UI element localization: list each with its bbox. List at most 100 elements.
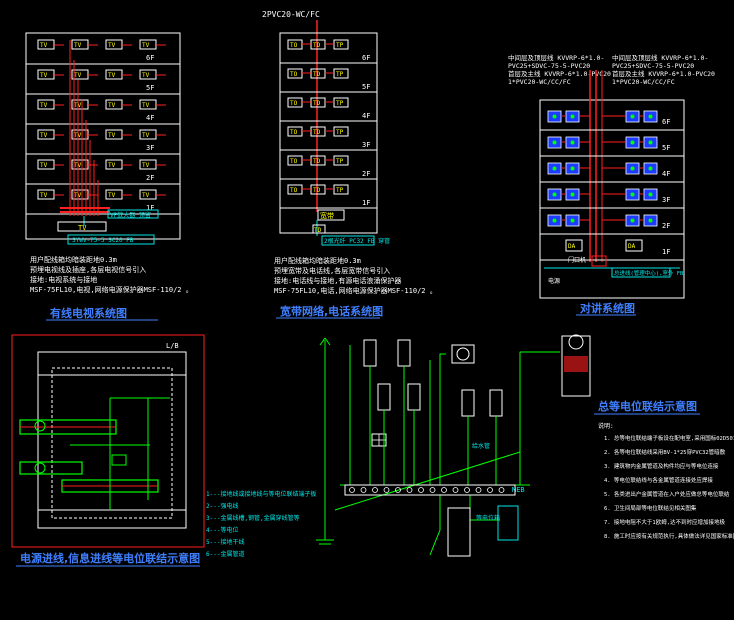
intercom-floor-label: 3F xyxy=(662,196,670,204)
equipotential-box-label: 等电位箱 xyxy=(476,514,500,522)
broadband-outlet-label: TD xyxy=(313,187,321,194)
broadband-outlet-label: TO xyxy=(290,71,298,78)
power-entry-legend-line: 6---金属管道 xyxy=(206,550,244,558)
catv-outlet-label: TV xyxy=(108,132,116,139)
intercom-unit-led xyxy=(570,140,575,145)
broadband-outlet-label: TD xyxy=(313,158,321,165)
catv-outlet-label: TV xyxy=(108,72,116,79)
broadband-note-line: 预埋宽带及电话线,各层宽带信号引入 xyxy=(274,266,390,275)
intercom-unit-led xyxy=(552,114,557,119)
catv-entry-box xyxy=(57,221,107,232)
broadband-outlet-label: TP xyxy=(336,129,344,136)
intercom-floor-label: 5F xyxy=(662,144,670,152)
equipotential-note-line: 7. 接地电阻不大于1欧姆,达不到时应增加接地极 xyxy=(604,518,726,526)
broadband-entry-label: TD xyxy=(314,227,322,234)
meb-terminal xyxy=(395,487,401,493)
intercom-unit-led xyxy=(648,218,653,223)
intercom-floor-label: 1F xyxy=(662,248,670,256)
broadband-floor-label: 1F xyxy=(362,199,370,207)
intercom-header-right-line: 1*PVC20-WC/CC/FC xyxy=(612,78,675,86)
catv-note-line: 接地:电视系统与接地 xyxy=(30,275,97,284)
broadband-outlet-label: TO xyxy=(290,42,298,49)
catv-outlet-label: TV xyxy=(142,162,150,169)
catv-outlet-label: TV xyxy=(40,192,48,199)
broadband-notes: 用户配线箱均暗装距地0.3m预埋宽带及电话线,各层宽带信号引入接地:电话线与接地… xyxy=(274,256,437,295)
intercom-unit-led xyxy=(630,192,635,197)
meb-terminal xyxy=(498,487,505,493)
intercom-header-left-line: PVC25+SDVC-75-5-PVC20 xyxy=(508,62,590,70)
power-entry-conduit-2 xyxy=(19,461,83,475)
catv-outlet-label: TV xyxy=(108,192,116,199)
catv-outlet-label: TV xyxy=(40,132,48,139)
intercom-header-right: 中间层及顶层线 KVVRP-6*1.0-PVC25+SDVC-75-5-PVC2… xyxy=(612,53,715,86)
intercom-unit-led xyxy=(648,140,653,145)
broadband-riser-label: 2PVC20-WC/FC xyxy=(262,10,320,19)
broadband-title: 宽带网络,电话系统图 xyxy=(279,304,383,318)
intercom-floor-label: 2F xyxy=(662,222,670,230)
equipotential-note-line: 2. 各等电位联结线采用BV-1*25穿PVC32管暗敷 xyxy=(604,448,726,456)
catv-cable-bundle xyxy=(60,40,110,226)
catv-note-line: MSF-75FL10,电视,网络电源保护器MSF-110/2 。 xyxy=(30,285,193,294)
equipotential-notes-heading: 说明: xyxy=(598,422,614,430)
catv-floor-label: 1F xyxy=(146,204,154,212)
catv-entry-label: TV xyxy=(78,224,87,232)
broadband-outlet-label: TP xyxy=(336,187,344,194)
intercom-door-label: 门口机 xyxy=(568,256,586,264)
catv-notes: 用户配线箱均暗装距地0.3m预埋电视线及插座,各层电视信号引入接地:电视系统与接… xyxy=(30,255,193,294)
equipotential-pipes xyxy=(363,339,503,447)
power-entry-legend-line: 3---金属线槽,钢管,金属穿线管等 xyxy=(206,514,300,522)
catv-outlet-label: TV xyxy=(40,42,48,49)
broadband-outlet-label: TO xyxy=(290,187,298,194)
equipotential-notes: 1. 总等电位联结端子板设在配电室,采用国标02D501-22. 各等电位联结线… xyxy=(604,434,734,540)
broadband-outlet-label: TO xyxy=(290,129,298,136)
meb-terminal xyxy=(383,487,390,493)
catv-outlet-label: TV xyxy=(40,162,48,169)
catv-outlet-label: TV xyxy=(40,72,48,79)
meb-terminal xyxy=(429,487,436,493)
catv-entry-note-box xyxy=(67,234,155,245)
broadband-outlet-label: TP xyxy=(336,71,344,78)
intercom-unit-led xyxy=(630,114,635,119)
power-entry-legend-line: 5---接地干线 xyxy=(206,538,244,546)
intercom-floor-label: 6F xyxy=(662,118,670,126)
power-entry-legend-line: 1---接地线或接地线与等电位联结端子板 xyxy=(206,490,316,498)
broadband-outlet-label: TD xyxy=(313,100,321,107)
intercom-title: 对讲系统图 xyxy=(580,301,635,315)
intercom-header-left-line: 首层及主线 KVVRP-6*1.0-PVC20 xyxy=(508,69,611,78)
power-entry-legend: 1---接地线或接地线与等电位联结端子板2---强电线3---金属线槽,钢管,金… xyxy=(206,490,316,558)
broadband-building-outline xyxy=(279,32,378,234)
intercom-power-label: 电源 xyxy=(548,277,560,285)
broadband-outlet-label: TD xyxy=(313,71,321,78)
broadband-entry-note-box xyxy=(321,235,375,246)
intercom-unit-led xyxy=(630,166,635,171)
power-entry-diagram: L/B 电源进线,信息进线等电位联结示意图 1---接地线或接地线与等电位联结端… xyxy=(11,334,316,567)
catv-outlet-label: TV xyxy=(74,72,82,79)
intercom-header-right-line: 中间层及顶层线 KVVRP-6*1.0- xyxy=(612,53,708,62)
catv-outlet-label: TV xyxy=(142,72,150,79)
intercom-unit-label: DA xyxy=(628,243,636,250)
broadband-outlet-label: TD xyxy=(313,129,321,136)
intercom-unit-led xyxy=(648,166,653,171)
meb-terminal xyxy=(464,487,470,493)
meb-terminal xyxy=(360,487,367,493)
intercom-unit-led xyxy=(570,192,575,197)
broadband-entry-box xyxy=(312,224,326,234)
intercom-entry-label: 总进线(管理中心),室外 FB xyxy=(614,269,684,277)
equipotential-note-line: 5. 各类进出户金属管道在入户处应做总等电位联结 xyxy=(604,490,730,498)
intercom-header-right-line: PVC25+SDVC-75-5-PVC20 xyxy=(612,62,694,70)
catv-floor-label: 6F xyxy=(146,54,154,62)
broadband-outlet-label: TP xyxy=(336,100,344,107)
intercom-door-unit xyxy=(591,255,607,267)
meb-terminal xyxy=(349,487,355,493)
catv-outlet-label: TV xyxy=(142,42,150,49)
catv-note-line: 预埋电视线及插座,各层电视信号引入 xyxy=(30,265,146,274)
equipotential-diagram: MEB 等电位箱 给水管 总等电位联结示意图 说明: 1. 总等电位联结端子板设… xyxy=(316,334,734,557)
intercom-header-left-line: 中间层及顶层线 KVVRP-6*1.0- xyxy=(508,53,604,62)
equipotential-note-line: 6. 卫生间局部等电位联结见相关图集 xyxy=(604,504,697,512)
meb-terminal xyxy=(406,487,413,493)
intercom-unit-led xyxy=(552,140,557,145)
